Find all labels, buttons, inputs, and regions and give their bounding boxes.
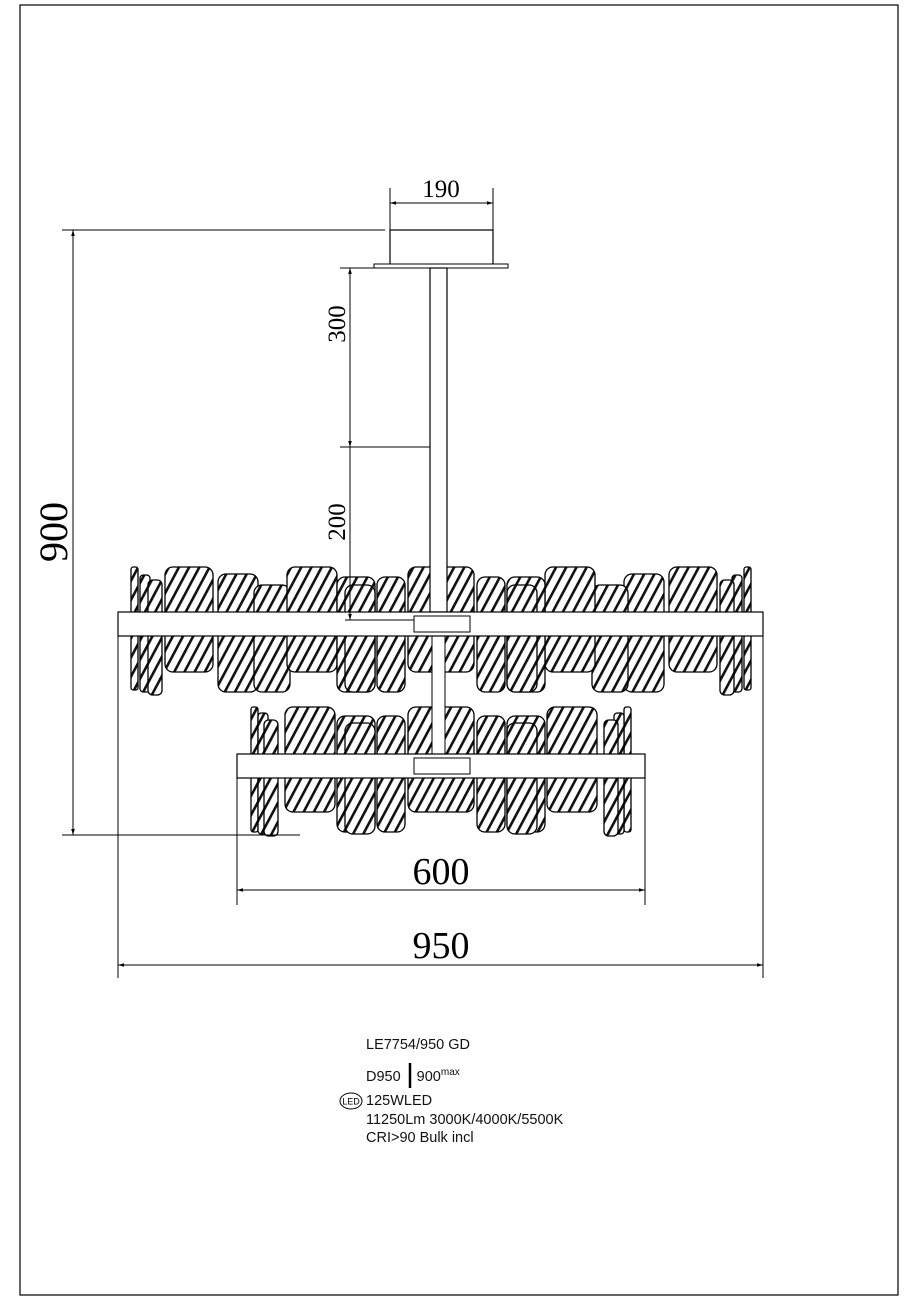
height-suffix: max [440, 1067, 460, 1078]
diameter-spec: D950 [366, 1069, 401, 1085]
crystal-panels [130, 566, 752, 837]
led-icon [339, 1092, 363, 1110]
crystal-panel [506, 584, 538, 693]
led-badge-text: LED [342, 1097, 360, 1107]
dim-canopy-width: 190 [422, 176, 460, 203]
dim-total-height: 900 [31, 502, 76, 562]
dim-rod-upper: 300 [324, 305, 351, 343]
lumens-cct-spec: 11250Lm 3000K/4000K/5500K [366, 1112, 564, 1128]
size-spec: D950 900max [366, 1064, 460, 1086]
cri-bulb-spec: CRI>90 Bulk incl [366, 1130, 474, 1146]
crystal-panel [253, 584, 291, 693]
canopy [389, 229, 494, 266]
crystal-panel [719, 579, 735, 696]
dim-rod-lower: 200 [324, 503, 351, 541]
height-spec: 900 [416, 1069, 441, 1085]
model-number: LE7754/950 GD [366, 1037, 470, 1053]
lower-rod [431, 635, 446, 755]
upper-ring-hub [413, 615, 471, 633]
lower-ring-hub [413, 757, 471, 775]
power-spec: 125WLED [366, 1093, 433, 1109]
crystal-panel [591, 584, 629, 693]
dim-lower-diameter: 600 [413, 851, 470, 893]
suspension-rod [429, 267, 448, 613]
dim-upper-diameter: 950 [413, 925, 470, 967]
crystal-panel [147, 579, 163, 696]
sheet-border [19, 4, 899, 1296]
